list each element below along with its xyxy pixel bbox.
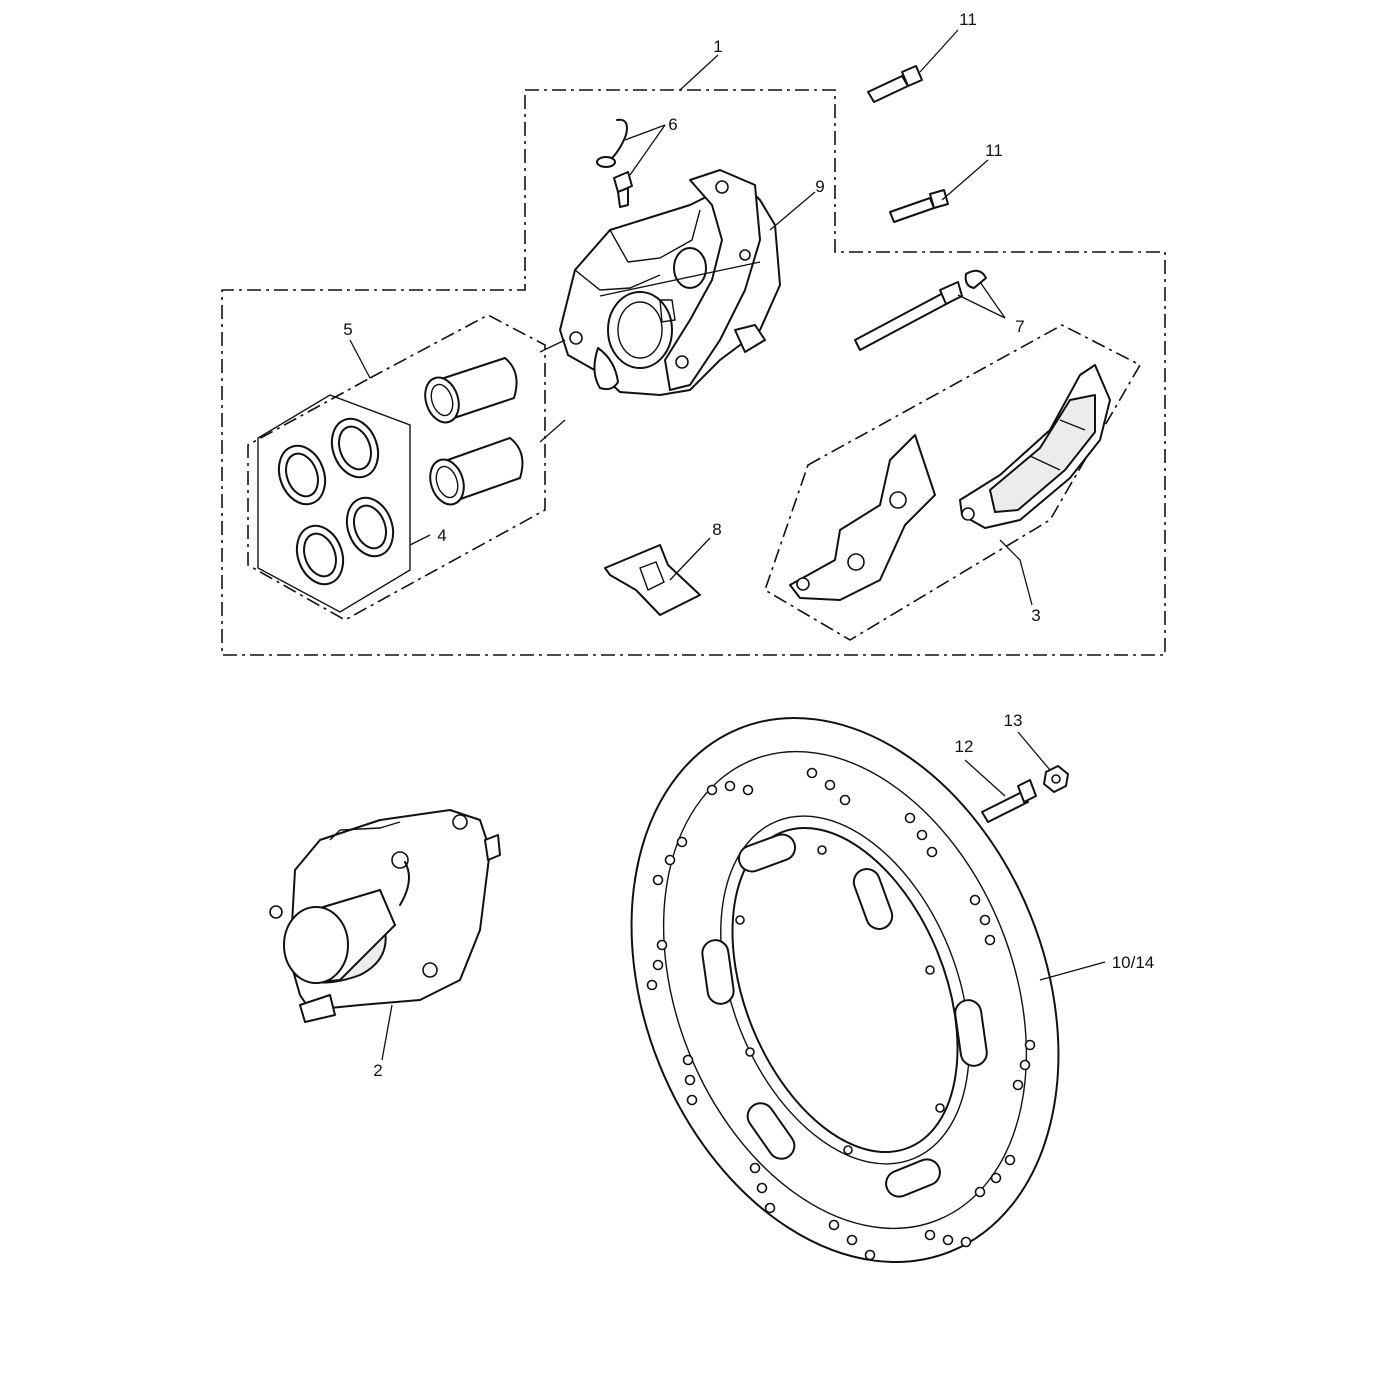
callout-13: 13 [1004, 711, 1023, 730]
seal-kit-boundary-5 [247, 314, 546, 621]
callout-10-14: 10/14 [1112, 953, 1155, 972]
kit-boundary-1 [221, 89, 1166, 656]
leader-lines [349, 29, 1106, 1061]
callout-6: 6 [668, 115, 677, 134]
bleed-nipple-6 [596, 118, 633, 208]
callout-12: 12 [955, 737, 974, 756]
pad-pin-7 [854, 269, 987, 351]
seal-hexagon-group [257, 394, 411, 613]
callout-labels: 1 11 11 6 9 7 5 4 8 3 2 10/14 12 13 [343, 10, 1154, 1080]
callout-2: 2 [373, 1061, 382, 1080]
callout-3: 3 [1031, 606, 1040, 625]
pad-spring-8 [604, 544, 701, 616]
disc-drill-holes [646, 767, 1036, 1261]
piston-seals-4 [277, 417, 395, 586]
callout-11-upper: 11 [959, 10, 977, 29]
disc-slots [701, 833, 988, 1198]
callout-4: 4 [437, 526, 446, 545]
brake-pads-3 [789, 364, 1111, 601]
piston-lower [429, 437, 524, 506]
callout-5: 5 [343, 320, 352, 339]
disc-nut-13 [1043, 765, 1069, 793]
piston-upper [424, 357, 518, 424]
callout-9: 9 [815, 177, 824, 196]
pistons [424, 357, 524, 506]
mounting-bolt-11-lower [889, 189, 949, 223]
mounting-bolt-11-upper [867, 65, 923, 103]
callout-1: 1 [713, 37, 722, 56]
pad-kit-boundary-3 [764, 324, 1142, 641]
callout-8: 8 [712, 520, 721, 539]
disc-bolt-12 [981, 779, 1037, 823]
brake-disc-10-14 [630, 717, 1060, 1263]
caliper-body-9 [559, 169, 781, 396]
callout-11-lower: 11 [985, 141, 1003, 160]
assembled-caliper-2 [269, 809, 501, 1023]
callout-7: 7 [1015, 317, 1024, 336]
